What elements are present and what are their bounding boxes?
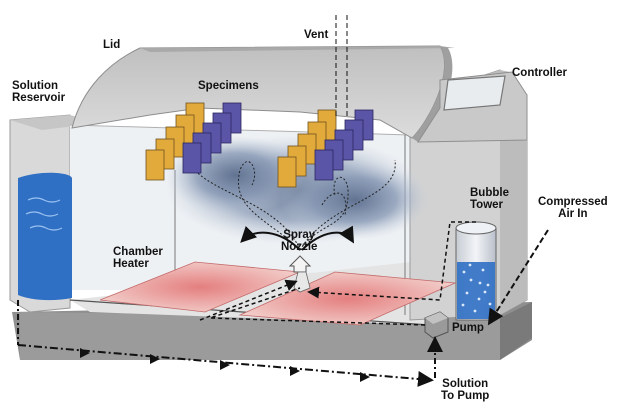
flow-arrowheads	[80, 348, 370, 382]
specimens-right-rack	[277, 109, 374, 188]
label-solution-to-pump: Solution To Pump	[441, 378, 489, 402]
label-spray-nozzle: Spray Nozzle	[281, 229, 317, 253]
label-compressed-air-in: Compressed Air In	[538, 196, 608, 220]
pump	[424, 311, 449, 339]
label-spray-nozzle-line1: Spray	[283, 229, 316, 241]
label-bubble-tower-line1: Bubble	[470, 187, 509, 199]
flow-lines	[17, 221, 549, 387]
solution-reservoir	[18, 172, 72, 301]
spray-nozzle	[288, 255, 312, 293]
label-controller: Controller	[512, 67, 567, 79]
label-lid: Lid	[103, 39, 121, 51]
label-chamber-heater-line1: Chamber	[113, 246, 163, 258]
controller	[417, 71, 528, 143]
label-solution-reservoir-line2: Reservoir	[12, 92, 66, 104]
label-vent: Vent	[304, 29, 329, 41]
bubble-tower	[455, 221, 497, 321]
label-chamber-heater-line2: Heater	[113, 258, 149, 270]
label-solution-reservoir: Solution Reservoir	[12, 80, 65, 104]
label-compressed-air-in-line1: Compressed	[538, 196, 608, 208]
vent	[335, 15, 348, 118]
label-solution-to-pump-line2: To Pump	[441, 390, 490, 402]
label-specimens: Specimens	[198, 80, 259, 92]
label-bubble-tower-line2: Tower	[470, 199, 504, 211]
label-solution-to-pump-line1: Solution	[442, 378, 489, 390]
label-solution-reservoir-line1: Solution	[12, 80, 58, 92]
label-chamber-heater: Chamber Heater	[113, 246, 163, 270]
label-compressed-air-in-line2: Air In	[558, 208, 588, 220]
label-bubble-tower: Bubble Tower	[470, 187, 509, 211]
spray-arrows	[240, 225, 355, 251]
label-spray-nozzle-line2: Nozzle	[281, 241, 318, 253]
label-pump: Pump	[452, 322, 484, 334]
specimens-left-rack	[145, 102, 242, 181]
spray-paths	[189, 159, 396, 251]
